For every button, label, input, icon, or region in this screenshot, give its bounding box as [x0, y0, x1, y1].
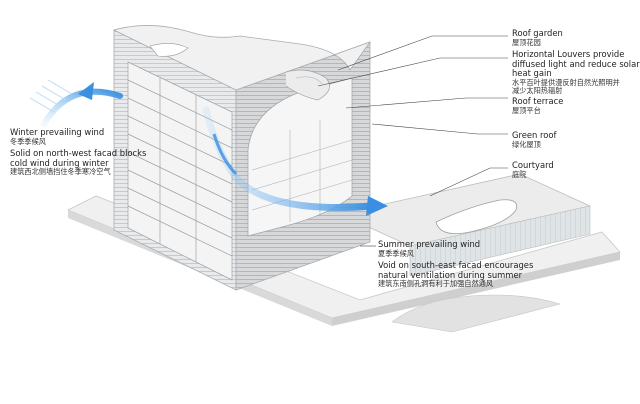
summer-wind-arrowhead	[366, 196, 388, 216]
louvers-cn-2: 减少太阳热辐射	[512, 86, 563, 96]
summer-wind-label: Summer prevailing wind 夏季季候风 Void on sou…	[378, 239, 534, 289]
roof-garden-label: Roof garden 屋顶花园	[512, 28, 563, 47]
winter-wind-label: Winter prevailing wind 冬季季候风 Solid on no…	[10, 127, 147, 177]
winter-wind-stream	[29, 79, 73, 113]
winter-wind-arrow	[41, 88, 123, 127]
louvers-en-3: heat gain	[512, 68, 552, 79]
courtyard-label: Courtyard 庭院	[512, 160, 554, 179]
site-base-front	[332, 252, 620, 326]
summer-wind-title-en: Summer prevailing wind	[378, 239, 481, 249]
roof-garden-cn: 屋顶花园	[512, 37, 541, 47]
roof-terrace-cn: 屋顶平台	[512, 105, 541, 115]
summer-wind-note-en-2: natural ventilation during summer	[378, 269, 523, 280]
roof-garden-void	[149, 43, 189, 57]
winter-wind-note-en-1: Solid on north-west facad blocks	[10, 147, 147, 158]
louvers-en-2: diffused light and reduce solar	[512, 58, 640, 69]
roof-terrace-label: Roof terrace 屋顶平台	[512, 96, 564, 115]
courtyard-en: Courtyard	[512, 160, 554, 170]
summer-wind-note-en-1: Void on south-east facad encourages	[378, 259, 534, 270]
podium-front	[409, 205, 591, 277]
summer-wind-inner-flow	[212, 133, 238, 176]
ground-plaza	[391, 294, 562, 333]
louvers-en-1: Horizontal Louvers provide	[512, 49, 625, 59]
roof-garden-en: Roof garden	[512, 28, 563, 38]
winter-wind-arrowhead	[78, 82, 94, 100]
winter-wind-note-en-2: cold wind during winter	[10, 157, 109, 168]
void-floor-lines	[251, 120, 353, 222]
courtyard-cn: 庭院	[512, 169, 527, 179]
summer-wind-title-cn: 夏季季候风	[378, 248, 414, 258]
leader-lines	[317, 35, 508, 247]
roof-garden	[112, 25, 372, 91]
horizontal-louvers-label: Horizontal Louvers provide diffused ligh…	[512, 49, 640, 96]
winter-wind-title-cn: 冬季季候风	[10, 136, 46, 146]
courtyard-void	[435, 199, 518, 235]
green-roof-label: Green roof 绿化屋顶	[512, 130, 557, 149]
roof-terrace-en: Roof terrace	[512, 96, 564, 106]
winter-wind-note-cn: 建筑西北侧墙挡住冬季寒冷空气	[10, 167, 111, 177]
louvers-cn-1: 水平百叶提供漫反射自然光照明并	[512, 77, 620, 87]
green-roof-cn: 绿化屋顶	[512, 139, 541, 149]
summer-wind-note-cn: 建筑东南侧孔洞有利于加强自然通风	[378, 279, 494, 289]
winter-wind-title-en: Winter prevailing wind	[10, 127, 105, 137]
green-roof-en: Green roof	[512, 130, 557, 140]
